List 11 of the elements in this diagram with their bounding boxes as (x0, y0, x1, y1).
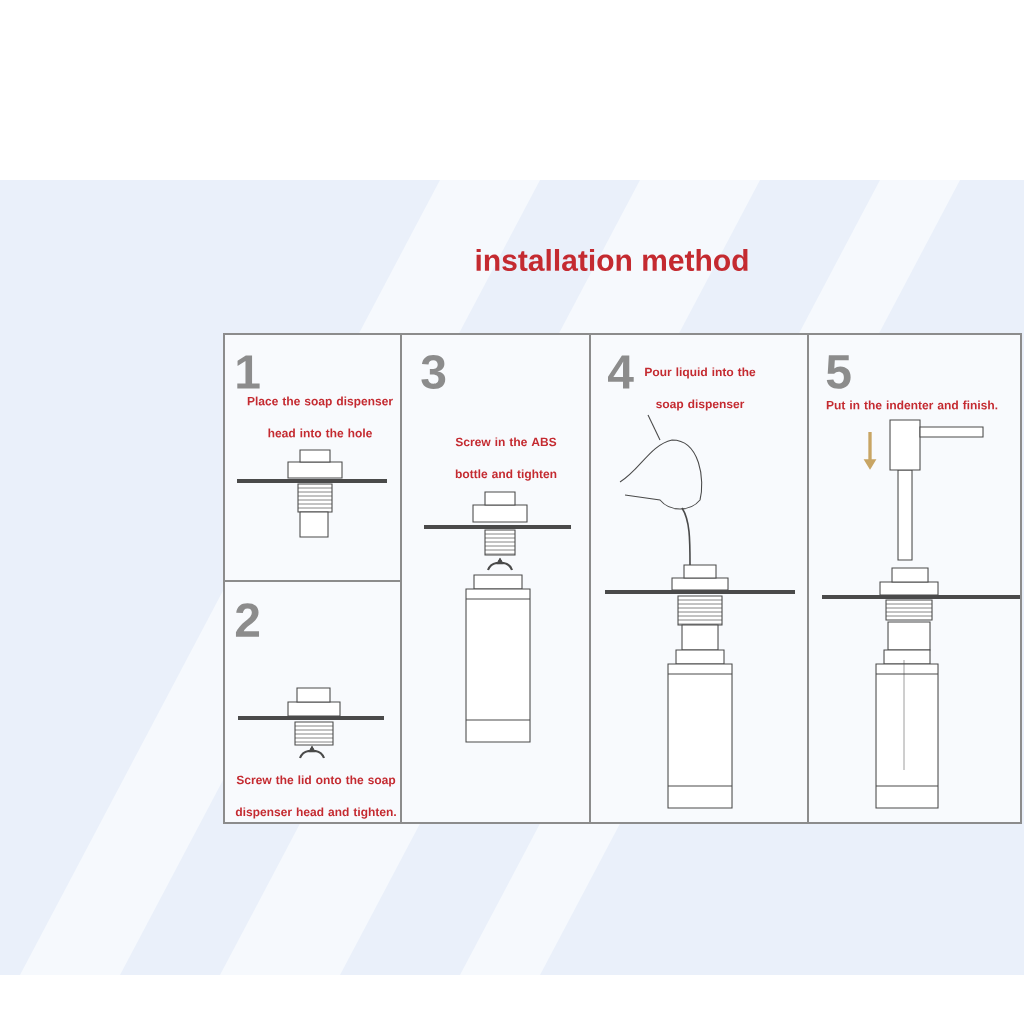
step-instruction: Screw the lid onto the soap dispenser head and tighten. (235, 775, 396, 819)
step-number: 5 (826, 355, 851, 389)
step-number: 3 (421, 355, 446, 390)
step-number: 2 (235, 603, 260, 637)
step-instruction: Put in the indenter and finish. (826, 400, 998, 410)
step-number: 4 (608, 355, 634, 389)
step-instruction: Screw in the ABS bottle and tighten (455, 437, 557, 481)
step-number: 1 (237, 355, 260, 389)
step-instruction: Place the soap dispenser head into the hole (247, 396, 393, 438)
step-instruction: Pour liquid into the soap dispenser (645, 367, 756, 411)
title: installation method (476, 249, 748, 271)
